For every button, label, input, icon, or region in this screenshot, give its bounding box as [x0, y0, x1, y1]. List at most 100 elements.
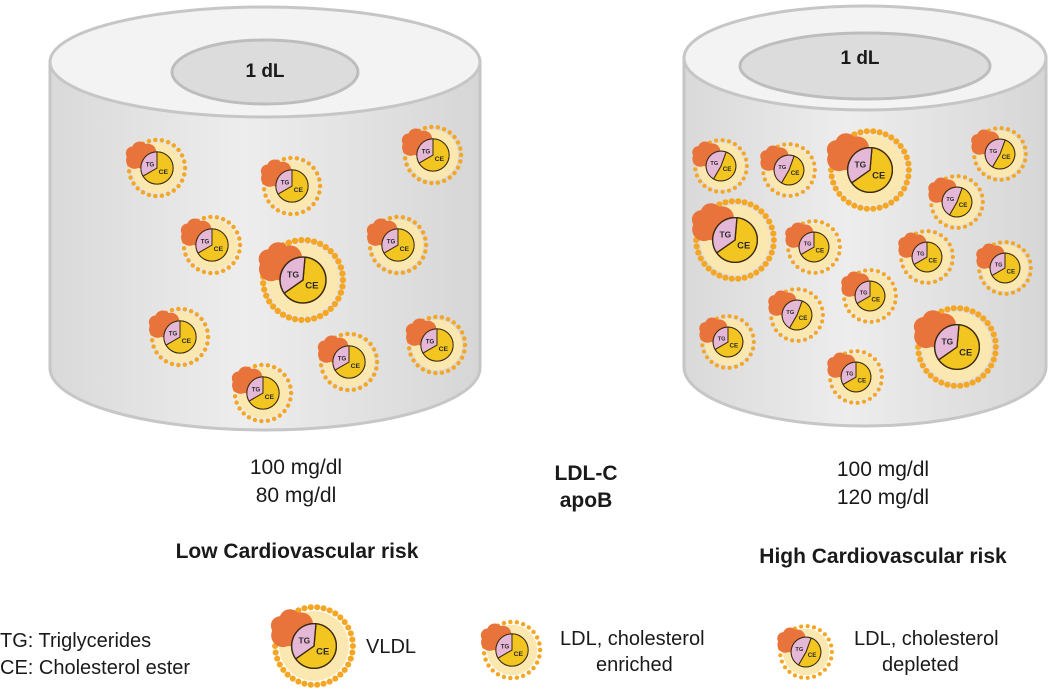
ldl-depleted-particle: CE TG [692, 138, 749, 194]
ce-label: CE [182, 338, 192, 345]
ldl-enriched-particle: CE TG [148, 306, 211, 368]
ce-label: CE [928, 258, 937, 265]
low-risk-title: Low Cardiovascular risk [176, 540, 419, 563]
high-risk-particles: CETGCETGCETGCETGCETGCETGCETGCETGCETGCETG… [691, 126, 1033, 405]
tg-label: TG [146, 161, 155, 168]
legend-ldl-depleted-icon: CE TG [777, 624, 834, 680]
ldl-enriched-particle: CE TG [317, 331, 380, 393]
apob-protein [826, 133, 870, 173]
ce-label: CE [959, 202, 968, 209]
tg-label: TG [252, 386, 261, 393]
ldl-enriched-particle: CE TG [260, 155, 323, 217]
tg-label: TG [795, 647, 803, 653]
legend-ce-abbreviation: CE: Cholesterol ester [0, 657, 190, 679]
ce-label: CE [808, 652, 817, 659]
ce-label: CE [815, 248, 824, 255]
ce-label: CE [729, 343, 738, 350]
legend-tg-abbreviation: TG: Triglycerides [0, 630, 151, 652]
ce-label: CE [799, 315, 808, 322]
container-opening [738, 31, 992, 101]
tg-label: TG [426, 338, 435, 345]
ce-label: CE [316, 645, 329, 656]
ce-label: CE [871, 297, 880, 304]
tg-label: TG [281, 179, 290, 186]
ce-label: CE [214, 246, 224, 253]
low-risk-apob-value: 80 mg/dl [256, 484, 337, 507]
tg-label: TG [860, 291, 868, 297]
ce-label: CE [872, 169, 885, 180]
tg-label: TG [917, 252, 925, 258]
low-risk-container: 1 dL CETGCETGCETGCETGCETGCETGCETGCETGCET… [48, 5, 482, 432]
high-risk-apob-value: 120 mg/dl [837, 486, 929, 509]
tg-label: TG [719, 230, 731, 240]
tg-label: TG [169, 330, 178, 337]
legend-ldl-enriched-line2: enriched [596, 654, 673, 676]
high-risk-ldl-c-value: 100 mg/dl [837, 458, 929, 481]
tg-label: TG [786, 310, 794, 316]
container-opening [170, 38, 360, 106]
tg-label: TG [946, 197, 954, 203]
ce-label: CE [857, 378, 866, 385]
ce-label: CE [351, 363, 361, 370]
legend: TG: Triglycerides CE: Cholesterol ester … [0, 604, 999, 688]
tg-label: TG [778, 165, 786, 171]
vldl-particle: CE TG [913, 305, 999, 389]
tg-label: TG [201, 238, 210, 245]
high-risk-container: 1 dL CETGCETGCETGCETGCETGCETGCETGCETGCET… [682, 4, 1048, 428]
ce-label: CE [737, 239, 750, 250]
ce-label: CE [439, 346, 449, 353]
ce-label: CE [723, 166, 732, 173]
ce-label: CE [435, 156, 445, 163]
tg-label: TG [710, 161, 718, 167]
ce-label: CE [959, 346, 972, 357]
ldl-depleted-particle: CE TG [928, 174, 985, 230]
volume-label: 1 dL [840, 48, 879, 69]
vldl-particle: CE TG [826, 128, 912, 212]
volume-label: 1 dL [245, 61, 284, 82]
legend-vldl-label: VLDL [366, 636, 416, 658]
vldl-particle: CE TG [691, 198, 777, 282]
tg-label: TG [718, 337, 726, 343]
ce-label: CE [400, 246, 410, 253]
tg-label: TG [338, 355, 347, 362]
tg-label: TG [995, 263, 1003, 269]
tg-label: TG [854, 160, 866, 170]
low-risk-ldl-c-value: 100 mg/dl [250, 456, 342, 479]
tg-label: TG [387, 238, 396, 245]
ldl-enriched-particle: CE TG [405, 314, 468, 376]
tg-label: TG [846, 372, 854, 378]
ce-label: CE [1006, 269, 1015, 276]
ce-label: CE [791, 170, 800, 177]
ce-label: CE [514, 651, 524, 658]
legend-ldl-enriched-line1: LDL, cholesterol [560, 628, 705, 650]
ldl-enriched-particle: CE TG [180, 214, 243, 276]
tg-label: TG [941, 337, 953, 347]
ldl-depleted-particle: CE TG [777, 624, 834, 680]
apob-label: apoB [560, 489, 613, 512]
tg-label: TG [989, 149, 997, 155]
ldl-depleted-particle: CE TG [768, 287, 825, 343]
legend-ldl-depleted-line1: LDL, cholesterol [854, 628, 999, 650]
legend-ldl-enriched-icon: CE TG [480, 619, 543, 681]
ce-label: CE [294, 187, 304, 194]
legend-ldl-depleted-line2: depleted [882, 654, 959, 676]
ldl-enriched-particle: CE TG [401, 124, 464, 186]
apob-protein [260, 159, 292, 189]
tg-label: TG [501, 643, 510, 650]
tg-label: TG [422, 148, 431, 155]
tg-label: TG [804, 242, 812, 248]
ldl-enriched-particle: CE TG [480, 619, 543, 681]
high-risk-title: High Cardiovascular risk [759, 545, 1007, 568]
